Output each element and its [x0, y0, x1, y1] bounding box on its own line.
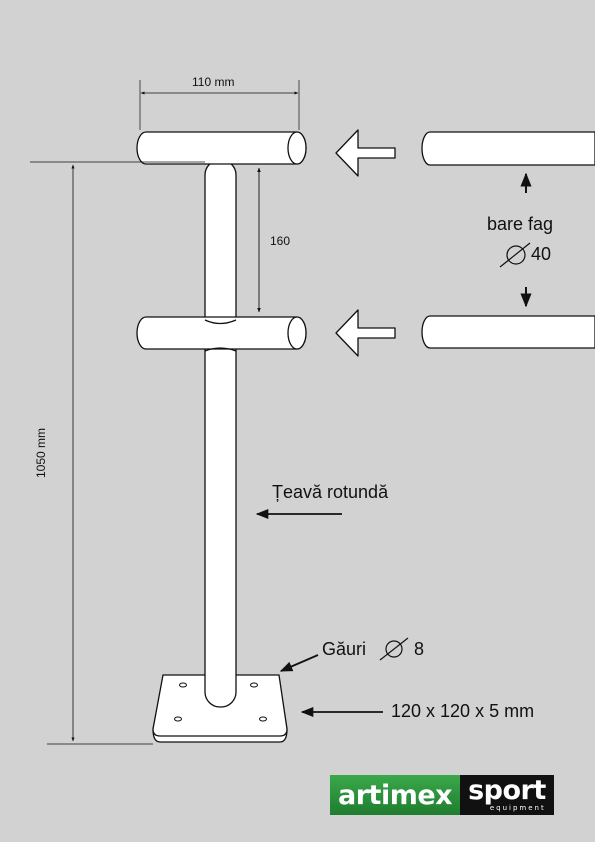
holes-arrow-icon	[279, 654, 319, 672]
loose-bar-top	[421, 131, 595, 166]
base-plate	[152, 674, 288, 743]
diameter-symbol-holes-icon	[379, 637, 409, 661]
width-label: 110 mm	[192, 75, 235, 89]
holes-diameter-label: 8	[414, 639, 425, 659]
tube-label: Țeavă rotundă	[272, 482, 389, 502]
hole-1	[179, 682, 187, 688]
loose-bar-bottom	[421, 315, 595, 349]
middle-bar	[136, 316, 307, 352]
hole-4	[259, 716, 267, 722]
diameter-symbol-bars-icon	[499, 242, 531, 268]
vertical-post	[204, 159, 237, 708]
holes-label: Găuri	[322, 639, 367, 659]
height-label: 1050 mm	[34, 427, 48, 478]
height-dimension	[30, 161, 205, 745]
logo-sport-block: sport equipment	[460, 775, 554, 815]
logo-sport: sport	[468, 775, 546, 806]
hole-2	[250, 682, 258, 688]
width-dimension	[139, 80, 300, 130]
spacing-label: 160	[270, 234, 291, 248]
hole-3	[174, 716, 182, 722]
insert-arrow-top-icon	[335, 129, 396, 177]
bars-label: bare fag	[487, 214, 554, 234]
bars-diameter-label: 40	[531, 244, 552, 264]
logo-artimex: artimex	[330, 775, 461, 815]
top-bar	[136, 131, 307, 165]
logo-equipment: equipment	[489, 804, 546, 812]
artimex-sport-logo: artimex sport equipment	[330, 775, 577, 815]
plate-label: 120 x 120 x 5 mm	[391, 701, 535, 721]
insert-arrow-bottom-icon	[335, 309, 396, 357]
